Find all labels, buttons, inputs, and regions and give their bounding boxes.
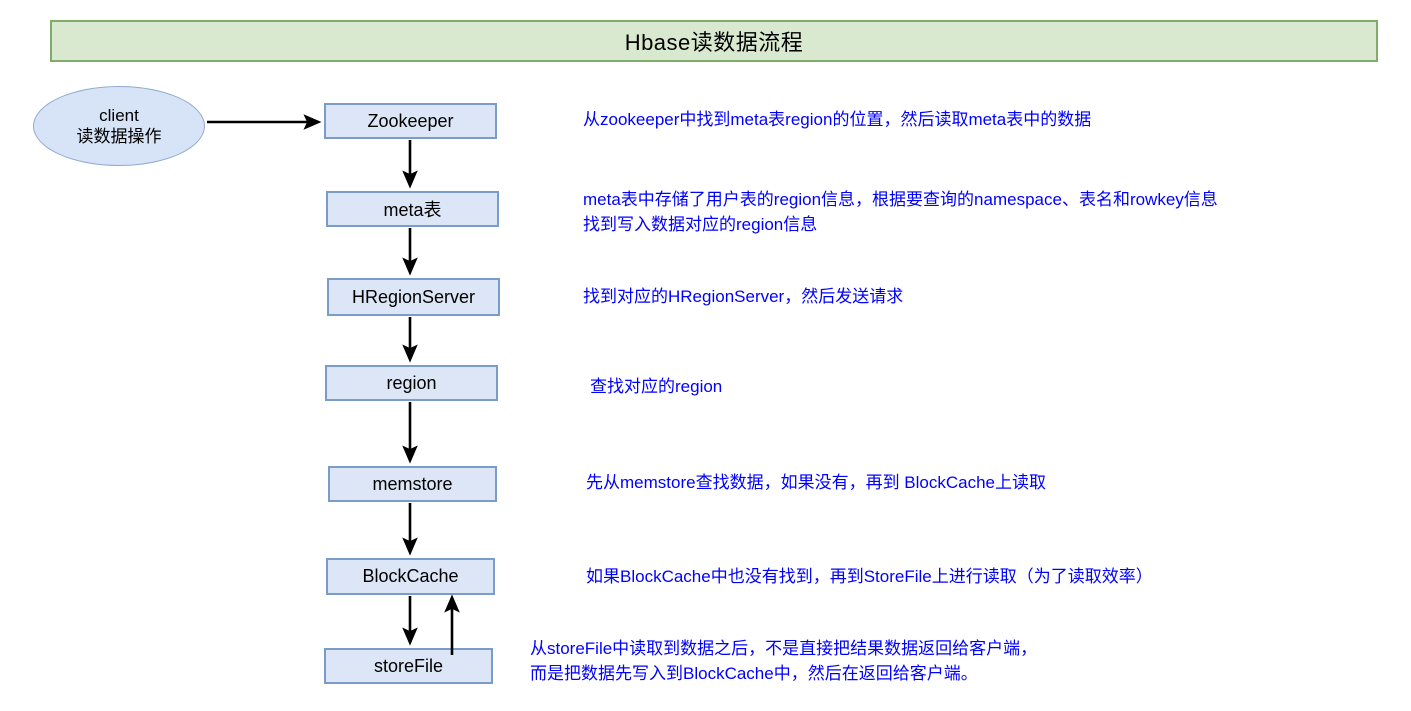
- node-blockcache-label: BlockCache: [362, 566, 459, 586]
- annotation-region: 查找对应的region: [590, 377, 723, 396]
- annotation-storefile: 从storeFile中读取到数据之后，不是直接把结果数据返回给客户端， 而是把数…: [530, 639, 1038, 683]
- node-zookeeper: Zookeeper: [324, 103, 497, 139]
- node-memstore-label: memstore: [372, 473, 453, 494]
- annotation-hregionserver: 找到对应的HRegionServer，然后发送请求: [583, 287, 904, 306]
- client-label-line1: client: [99, 105, 139, 125]
- node-memstore: memstore: [328, 466, 497, 502]
- annotation-meta-table: meta表中存储了用户表的region信息，根据要查询的namespace、表名…: [583, 190, 1218, 234]
- node-storefile: storeFile: [324, 648, 493, 684]
- page-title: Hbase读数据流程: [624, 30, 804, 55]
- annotation-zookeeper: 从zookeeper中找到meta表region的位置，然后读取meta表中的数…: [583, 110, 1092, 129]
- node-region: region: [325, 365, 498, 401]
- node-meta-table-label: meta表: [383, 200, 442, 220]
- node-hregionserver-label: HRegionServer: [351, 286, 476, 307]
- node-region-label: region: [386, 372, 437, 393]
- client-node: client 读数据操作: [33, 86, 205, 166]
- diagram-title-banner: Hbase读数据流程: [50, 20, 1378, 62]
- annotation-blockcache: 如果BlockCache中也没有找到，再到StoreFile上进行读取（为了读取…: [586, 567, 1153, 586]
- node-zookeeper-label: Zookeeper: [367, 110, 454, 131]
- annotation-memstore: 先从memstore查找数据，如果没有，再到 BlockCache上读取: [586, 473, 1047, 492]
- node-meta-table: meta表: [326, 191, 499, 227]
- node-blockcache: BlockCache: [326, 558, 495, 595]
- node-hregionserver: HRegionServer: [327, 278, 500, 316]
- client-label-line2: 读数据操作: [76, 127, 162, 146]
- node-storefile-label: storeFile: [373, 655, 444, 676]
